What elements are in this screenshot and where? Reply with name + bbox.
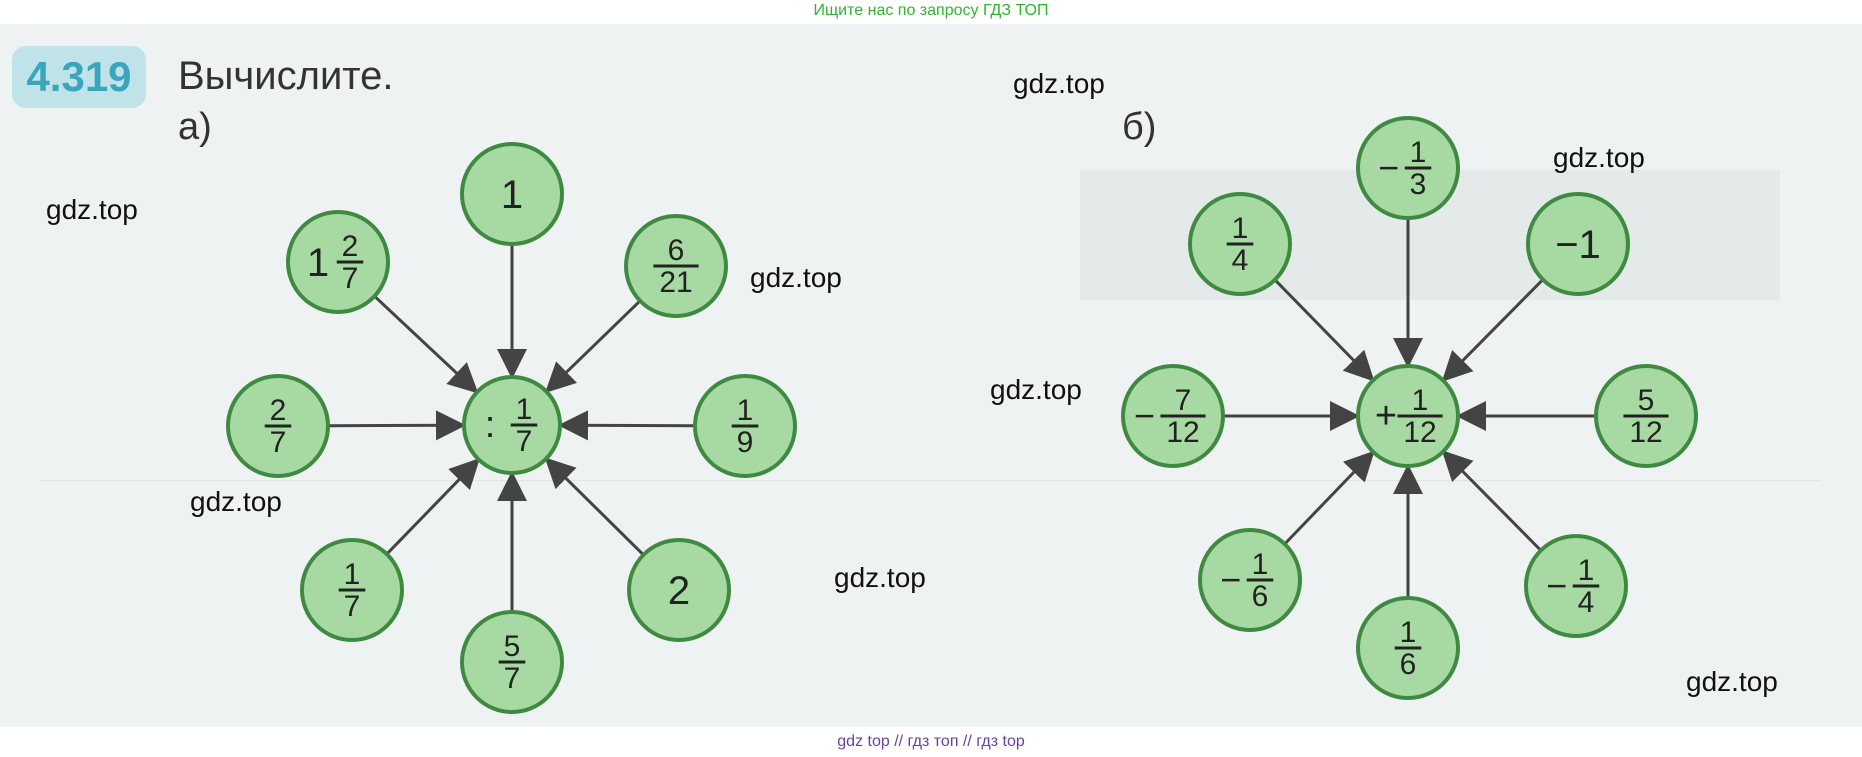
watermark: gdz.top xyxy=(190,486,282,517)
operator-sign: : xyxy=(485,404,496,446)
diagram-a-node: 57 xyxy=(460,610,564,714)
node-value: −1 xyxy=(1555,223,1601,267)
arrow xyxy=(373,295,479,394)
top-banner: Ищите нас по запросу ГДЗ ТОП xyxy=(0,0,1862,24)
diagram-a-node: 1 xyxy=(460,142,564,246)
bottom-banner-text[interactable]: gdz top // гдз топ // гдз top xyxy=(837,733,1025,750)
arrow xyxy=(1441,450,1542,552)
fraction-denominator: 21 xyxy=(659,266,692,299)
node-circle xyxy=(460,142,564,246)
fraction-numerator: 7 xyxy=(1175,384,1192,417)
node-circle xyxy=(1526,192,1630,296)
arrow xyxy=(1283,450,1375,546)
arrow xyxy=(1441,278,1544,382)
diagram-b-node: 512 xyxy=(1594,364,1698,468)
diagram-a-node: 19 xyxy=(693,374,797,478)
watermark: gdz.top xyxy=(750,262,842,293)
fraction-numerator: 1 xyxy=(516,393,533,426)
diagram-a-center: :17 xyxy=(462,375,562,475)
fraction-numerator: 1 xyxy=(1410,136,1427,169)
fraction-denominator: 3 xyxy=(1410,168,1427,201)
watermark: gdz.top xyxy=(834,562,926,593)
fraction-denominator: 7 xyxy=(344,590,361,623)
node-circle xyxy=(627,538,731,642)
part-b-label: б) xyxy=(1122,106,1157,148)
diagram-b-node: 14 xyxy=(1188,192,1292,296)
fraction-numerator: 1 xyxy=(737,394,754,427)
diagram-b-node: −1 xyxy=(1526,192,1630,296)
fraction-denominator: 7 xyxy=(516,425,533,458)
background-residue-2 xyxy=(40,480,1820,481)
fraction-denominator: 9 xyxy=(737,426,754,459)
fraction-denominator: 6 xyxy=(1252,580,1269,613)
fraction-denominator: 4 xyxy=(1232,244,1249,277)
fraction-numerator: 1 xyxy=(1412,384,1429,417)
diagram-a-node: 27 xyxy=(226,374,330,478)
arrow xyxy=(544,457,645,556)
diagram-a-node: 17 xyxy=(300,538,404,642)
fraction-denominator: 7 xyxy=(270,426,287,459)
diagram-b-center: +112 xyxy=(1356,364,1460,468)
task-number-badge: 4.319 xyxy=(12,46,146,108)
fraction-denominator: 6 xyxy=(1400,648,1417,681)
arrow xyxy=(385,458,480,556)
node-value: 1 xyxy=(501,173,523,217)
mixed-whole-part: 1 xyxy=(307,241,329,285)
watermark: gdz.top xyxy=(990,374,1082,405)
watermark: gdz.top xyxy=(46,194,138,225)
fraction-numerator: 1 xyxy=(1232,212,1249,245)
part-a-label: а) xyxy=(178,106,212,148)
watermark: gdz.top xyxy=(1013,68,1105,99)
arrow xyxy=(1273,278,1375,382)
watermark: gdz.top xyxy=(1553,142,1645,173)
fraction-denominator: 12 xyxy=(1629,416,1662,449)
fraction-numerator: 1 xyxy=(1578,554,1595,587)
arrow xyxy=(545,299,642,393)
task-instruction: Вычислите. xyxy=(178,54,394,98)
arrow xyxy=(327,410,467,441)
diagram-b-node: 16 xyxy=(1356,596,1460,700)
fraction-denominator: 7 xyxy=(342,262,359,295)
fraction-denominator: 12 xyxy=(1166,416,1199,449)
minus-sign: − xyxy=(1378,147,1399,188)
diagram-a-node: 2 xyxy=(627,538,731,642)
fraction-denominator: 4 xyxy=(1578,586,1595,619)
bottom-banner: gdz top // гдз топ // гдз top xyxy=(0,727,1862,757)
fraction-numerator: 5 xyxy=(1638,384,1655,417)
minus-sign: − xyxy=(1220,559,1241,600)
fraction-numerator: 6 xyxy=(668,234,685,267)
fraction-denominator: 12 xyxy=(1403,416,1436,449)
watermark: gdz.top xyxy=(1686,666,1778,697)
diagram-a-node: 621 xyxy=(624,214,728,318)
fraction-numerator: 5 xyxy=(504,630,521,663)
fraction-numerator: 1 xyxy=(1400,616,1417,649)
fraction-numerator: 2 xyxy=(342,230,359,263)
diagram-b-node: −16 xyxy=(1198,528,1302,632)
minus-sign: − xyxy=(1134,395,1155,436)
top-banner-text[interactable]: Ищите нас по запросу ГДЗ ТОП xyxy=(813,2,1049,19)
fraction-numerator: 2 xyxy=(270,394,287,427)
diagram-b-node: −712 xyxy=(1121,364,1225,468)
fraction-numerator: 1 xyxy=(1252,548,1269,581)
minus-sign: − xyxy=(1546,565,1567,606)
node-value: 2 xyxy=(668,569,690,613)
fraction-denominator: 7 xyxy=(504,662,521,695)
diagram-b-node: −13 xyxy=(1356,116,1460,220)
diagram-b-node: −14 xyxy=(1524,534,1628,638)
fraction-numerator: 1 xyxy=(344,558,361,591)
operator-sign: + xyxy=(1375,395,1397,437)
arrow xyxy=(557,410,696,441)
